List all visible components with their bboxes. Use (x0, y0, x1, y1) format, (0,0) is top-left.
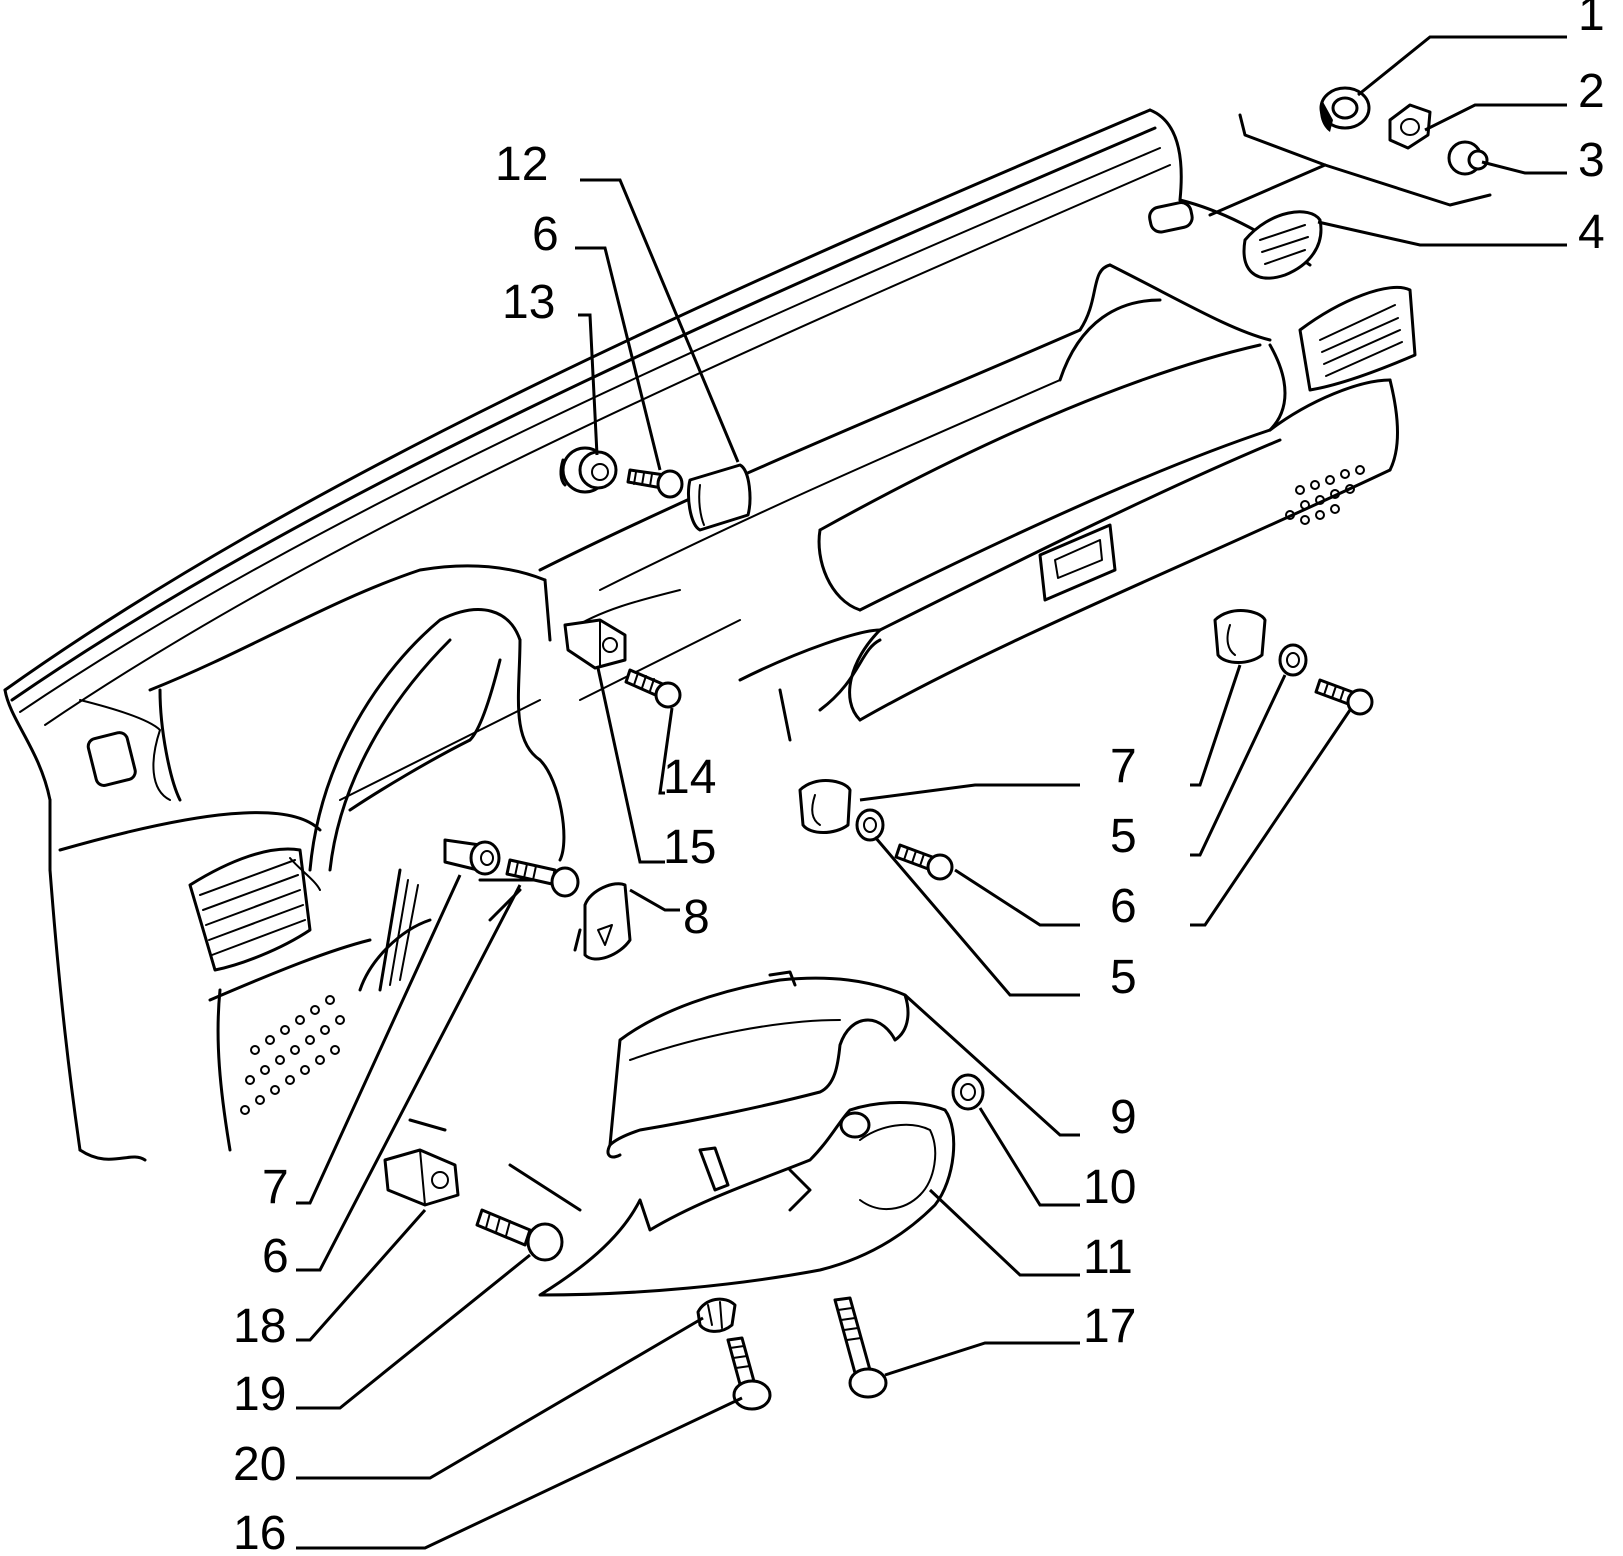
callout-1: 1 (1578, 0, 1605, 41)
callout-4: 4 (1578, 206, 1605, 259)
part-5-washer-right (1278, 643, 1308, 677)
part-9-upper-column-cover (606, 970, 910, 1159)
left-speaker-grille (240, 995, 345, 1115)
callout-7-left: 7 (262, 1161, 289, 1214)
callout-6-top: 6 (532, 208, 559, 261)
part-16-bolt (726, 1336, 772, 1411)
callout-6-mid: 6 (1110, 880, 1137, 933)
callout-16: 16 (233, 1507, 286, 1556)
dashboard-panel (3, 108, 1492, 1162)
part-7-clip-right (1213, 609, 1267, 664)
callout-6-left: 6 (262, 1230, 289, 1283)
part-2-nut (1388, 103, 1432, 150)
callout-9: 9 (1110, 1091, 1137, 1144)
callout-numbers: 1 2 3 4 12 6 13 14 15 7 5 6 5 8 9 10 11 … (233, 0, 1605, 1556)
leader-lines (296, 35, 1567, 1550)
right-speaker-grille (1285, 465, 1365, 525)
callout-15: 15 (663, 821, 716, 874)
callout-5-right: 5 (1110, 810, 1137, 863)
part-15-clip (563, 618, 627, 670)
part-10-washer (951, 1073, 985, 1111)
callout-13: 13 (502, 276, 555, 329)
callout-11: 11 (1083, 1231, 1133, 1284)
part-11-lower-column-cover (538, 1101, 956, 1297)
callout-7-right: 7 (1110, 740, 1137, 793)
part-14-screw (624, 668, 682, 709)
part-5-washer-mid (855, 808, 885, 842)
callout-5-mid: 5 (1110, 951, 1137, 1004)
part-19-screw (475, 1163, 582, 1262)
part-13-clip (559, 446, 618, 494)
part-6-screw-right (1314, 678, 1374, 716)
part-6-screw-top (626, 468, 684, 499)
part-18-clip (383, 1118, 460, 1207)
part-7-clip-left (443, 838, 501, 876)
callout-2: 2 (1578, 65, 1605, 118)
part-7-clip-mid (798, 779, 852, 834)
part-4-vent-cover (1242, 210, 1323, 280)
callout-20: 20 (233, 1438, 286, 1491)
callout-18: 18 (233, 1300, 286, 1353)
callout-8: 8 (683, 891, 710, 944)
callout-14: 14 (663, 751, 716, 804)
callout-3: 3 (1578, 134, 1605, 187)
callout-12: 12 (495, 138, 548, 191)
part-3-cap (1447, 140, 1489, 176)
part-6-screw-left (505, 858, 580, 898)
callout-10: 10 (1083, 1161, 1136, 1214)
part-8-switch (573, 882, 632, 961)
part-12-cap (686, 463, 752, 532)
part-6-screw-mid (894, 843, 954, 881)
part-20-nut (696, 1297, 737, 1333)
callout-19: 19 (233, 1368, 286, 1421)
part-17-bolt (833, 1296, 888, 1399)
part-1-grommet (1319, 86, 1371, 132)
callout-17: 17 (1083, 1300, 1136, 1353)
